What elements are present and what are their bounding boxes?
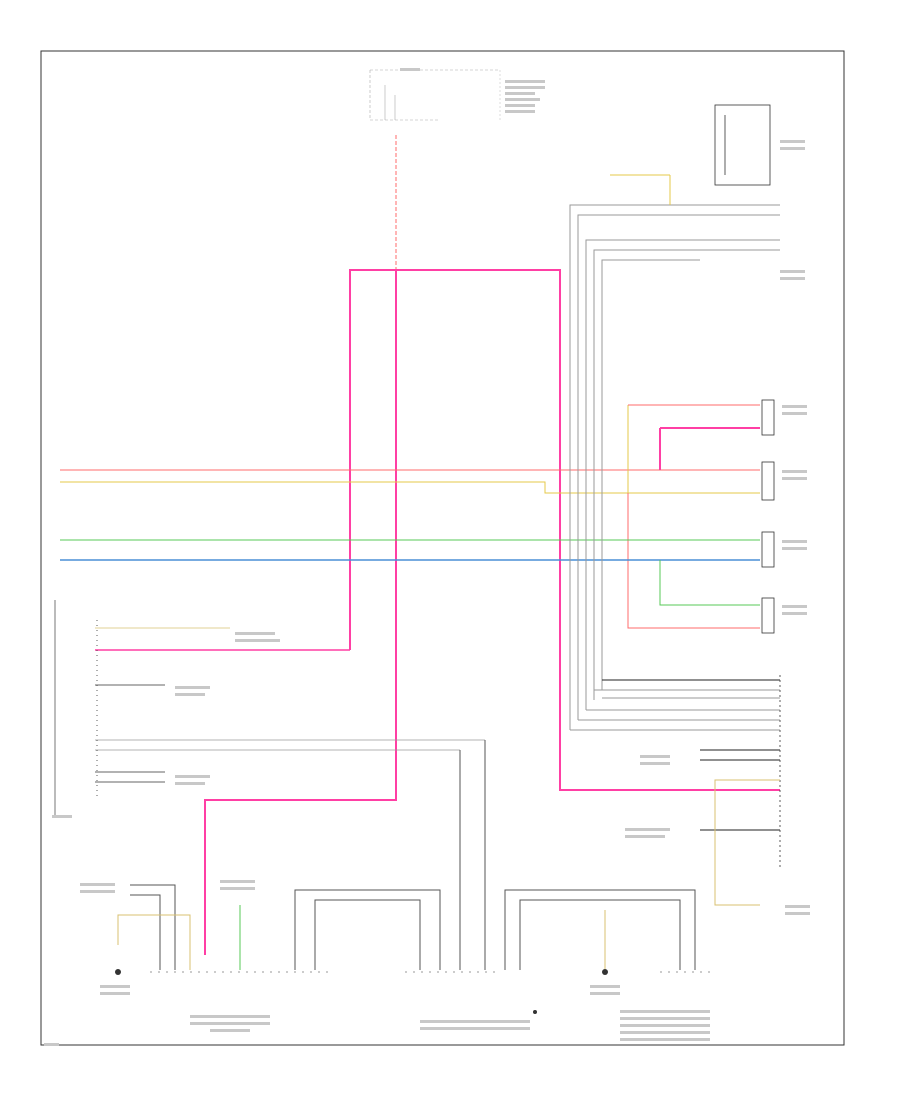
fuse-block-top	[369, 69, 501, 121]
module-top-right	[714, 104, 771, 186]
wire-gray-harness-right	[569, 204, 780, 731]
right-sensor-connectors	[761, 399, 775, 634]
bottom-harness	[130, 740, 696, 970]
wire-black-harness-right	[602, 679, 780, 831]
left-connector-stack	[95, 620, 485, 800]
wire-red-yellow-bus	[60, 404, 760, 629]
wire-pink-main	[204, 269, 780, 955]
ground-symbol-right	[602, 969, 608, 975]
ground-symbol-left	[115, 969, 121, 975]
illegible-labels	[44, 68, 810, 1046]
wire-tan-lower-right	[714, 779, 780, 906]
wire-green-blue-bus	[60, 539, 760, 606]
diagram-frame	[40, 50, 845, 1046]
ground-symbol-center	[533, 1010, 537, 1014]
wire-tan-bottom-left	[117, 914, 191, 970]
